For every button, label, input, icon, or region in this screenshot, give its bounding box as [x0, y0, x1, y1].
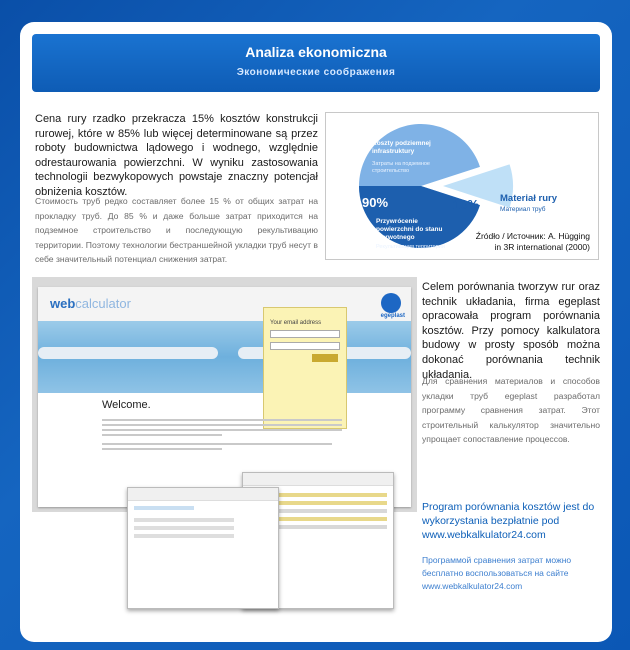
free-access-text-pl: Program porównania kosztów jest do wykor… — [422, 500, 602, 542]
pct-90-label: 90% — [362, 195, 388, 210]
webcalculator-logo: webcalculator — [50, 296, 131, 311]
password-input[interactable] — [270, 342, 340, 350]
content-card: Analiza ekonomiczna Экономические сообра… — [20, 22, 612, 642]
chart-source: Źródło / Источник: A. Hügging in 3R inte… — [476, 231, 590, 253]
pipes-banner-image — [38, 321, 411, 393]
calculator-text-ru: Для сравнения материалов и способов укла… — [422, 376, 600, 445]
login-button[interactable] — [312, 354, 338, 362]
intro-text-pl: Cena rury rzadko przekracza 15% kosztów … — [35, 113, 318, 198]
section-header: Analiza ekonomiczna Экономические сообра… — [32, 34, 600, 92]
free-access-text-ru: Программой сравнения затрат можно беспла… — [422, 554, 602, 593]
calculator-text-pl: Celem porównania tworzyw rur oraz techni… — [422, 281, 600, 381]
pie-slice-pipe-material — [443, 164, 513, 208]
source-line-1: Źródło / Источник: A. Hügging — [475, 231, 590, 241]
email-input[interactable] — [270, 330, 340, 338]
webkalkulator-link-ru[interactable]: www.webkalkulator24.com — [422, 581, 523, 591]
welcome-heading: Welcome. — [102, 399, 151, 411]
calculator-preview-left — [127, 487, 279, 609]
pie-slice-restoration — [359, 186, 480, 248]
pct-10-label: 10% — [453, 197, 479, 212]
webcalculator-window: webcalculator egeplast Your email addres… — [38, 287, 411, 507]
window-topbar: webcalculator egeplast — [38, 287, 411, 322]
egeplast-logo-icon — [381, 293, 401, 313]
egeplast-logo-text: egeplast — [380, 313, 405, 319]
login-box: Your email address — [263, 307, 347, 429]
webcalculator-screenshot: webcalculator egeplast Your email addres… — [32, 277, 417, 609]
section-title: Analiza ekonomiczna — [245, 44, 387, 60]
material-label-ru: Материал труб — [500, 205, 546, 213]
intro-text-ru: Стоимость труб редко составляет более 15… — [35, 196, 318, 265]
email-label: Your email address — [270, 320, 322, 326]
seg2-label-ru: Рекультивация территории — [376, 244, 445, 250]
webkalkulator-link-pl[interactable]: www.webkalkulator24.com — [422, 529, 546, 541]
material-label-pl: Materiał rury — [500, 193, 558, 204]
section-subtitle: Экономические соображения — [236, 67, 396, 78]
source-line-2: in 3R international (2000) — [494, 242, 590, 252]
